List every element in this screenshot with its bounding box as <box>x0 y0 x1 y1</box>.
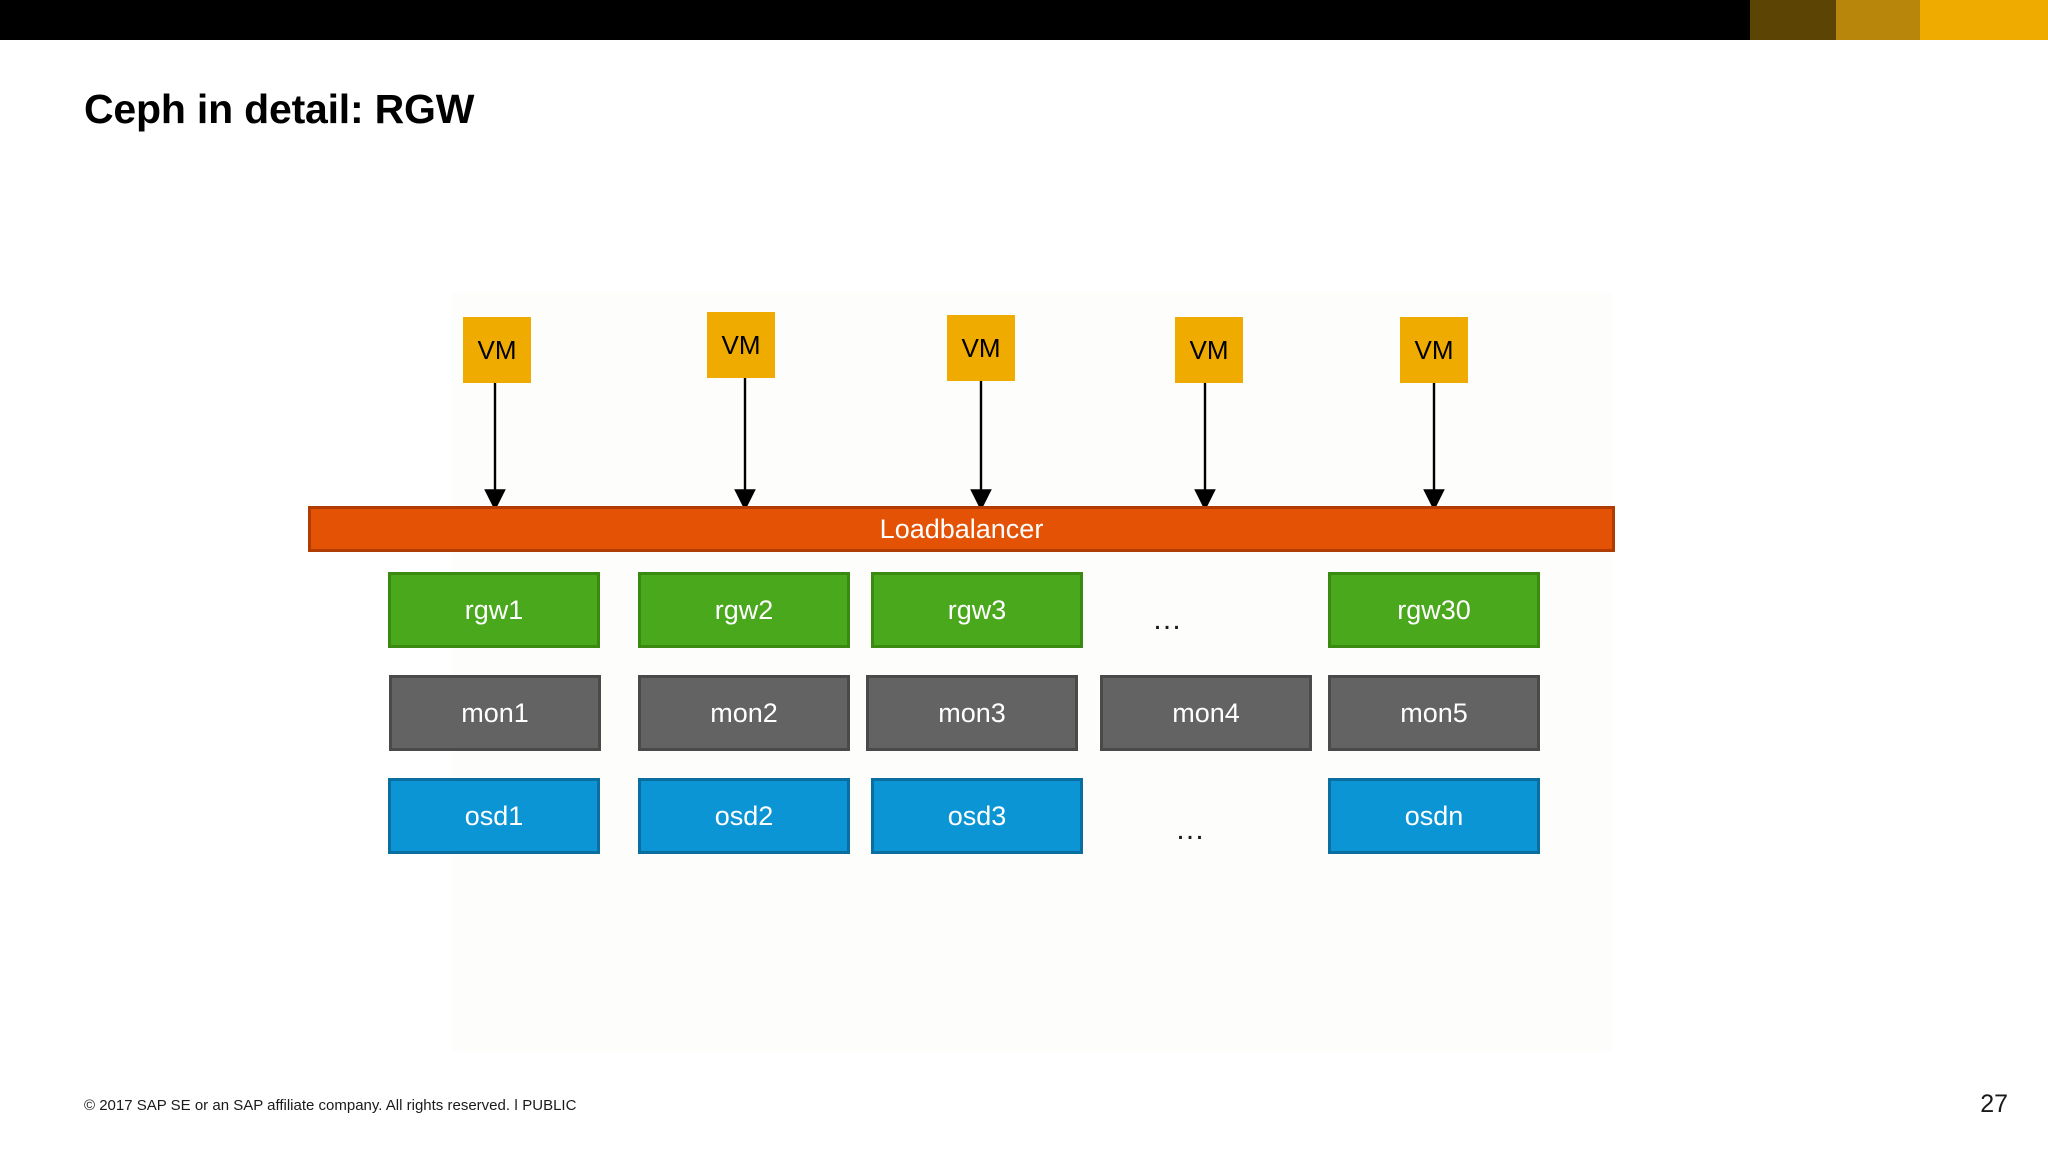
rgw-node-rgw30[interactable]: rgw30 <box>1328 572 1540 648</box>
mon-node-label: mon3 <box>938 697 1006 728</box>
mon-node-mon2[interactable]: mon2 <box>638 675 850 751</box>
osd-node-osd2[interactable]: osd2 <box>638 778 850 854</box>
brand-topbar <box>0 0 2048 40</box>
vm-node-label: VM <box>721 330 761 360</box>
vm-node-1[interactable]: VM <box>463 317 531 383</box>
topbar-segment-light-gold <box>1920 0 2048 40</box>
vm-node-label: VM <box>1414 335 1454 365</box>
osd-ellipsis: … <box>1175 813 1207 846</box>
vm-node-label: VM <box>1189 335 1229 365</box>
osd-node-label: osd1 <box>464 800 524 831</box>
rgw-node-rgw1[interactable]: rgw1 <box>388 572 600 648</box>
osd-node-osdn[interactable]: osdn <box>1328 778 1540 854</box>
footer-copyright: © 2017 SAP SE or an SAP affiliate compan… <box>84 1097 577 1114</box>
loadbalancer-label: Loadbalancer <box>879 513 1044 544</box>
page-title: Ceph in detail: RGW <box>84 86 475 132</box>
osd-node-label: osd2 <box>714 800 774 831</box>
rgw-node-label: rgw30 <box>1397 594 1471 625</box>
vm-node-4[interactable]: VM <box>1175 317 1243 383</box>
mon-node-mon1[interactable]: mon1 <box>389 675 601 751</box>
mon-node-label: mon2 <box>710 697 778 728</box>
topbar-segment-dark-gold <box>1750 0 1836 40</box>
mon-node-mon5[interactable]: mon5 <box>1328 675 1540 751</box>
rgw-node-label: rgw3 <box>947 594 1007 625</box>
topbar-segment-mid-gold <box>1836 0 1920 40</box>
mon-node-label: mon4 <box>1172 697 1240 728</box>
rgw-ellipsis: … <box>1152 603 1184 636</box>
osd-node-osd1[interactable]: osd1 <box>388 778 600 854</box>
vm-node-label: VM <box>961 333 1001 363</box>
mon-node-mon3[interactable]: mon3 <box>866 675 1078 751</box>
osd-node-label: osd3 <box>947 800 1007 831</box>
osd-node-osd3[interactable]: osd3 <box>871 778 1083 854</box>
rgw-node-rgw3[interactable]: rgw3 <box>871 572 1083 648</box>
mon-node-mon4[interactable]: mon4 <box>1100 675 1312 751</box>
loadbalancer-bar[interactable]: Loadbalancer <box>308 506 1615 552</box>
vm-node-label: VM <box>477 335 517 365</box>
vm-node-2[interactable]: VM <box>707 312 775 378</box>
vm-node-5[interactable]: VM <box>1400 317 1468 383</box>
content-background-tint <box>452 292 1612 1052</box>
mon-node-label: mon1 <box>461 697 529 728</box>
mon-node-label: mon5 <box>1400 697 1468 728</box>
vm-node-3[interactable]: VM <box>947 315 1015 381</box>
rgw-node-label: rgw1 <box>464 594 524 625</box>
rgw-node-label: rgw2 <box>714 594 774 625</box>
page-number: 27 <box>1980 1090 2008 1118</box>
rgw-node-rgw2[interactable]: rgw2 <box>638 572 850 648</box>
topbar-segment-black <box>0 0 1750 40</box>
osd-node-label: osdn <box>1404 800 1464 831</box>
